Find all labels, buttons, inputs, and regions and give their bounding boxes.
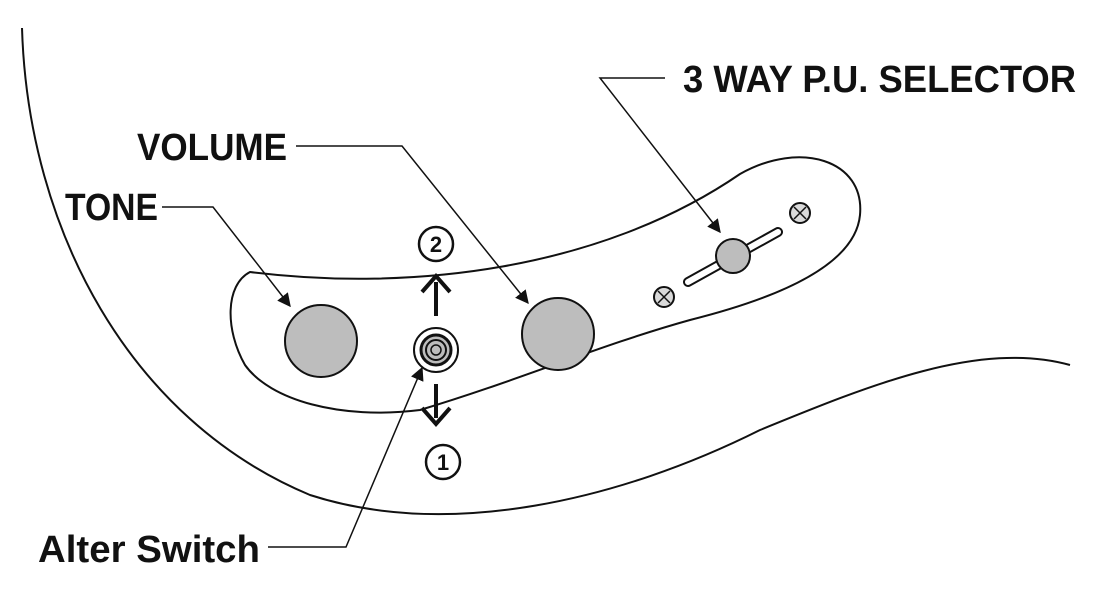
screw-icon	[789, 202, 811, 224]
selector-label: 3 WAY P.U. SELECTOR	[683, 59, 1076, 101]
pickup-selector[interactable]	[683, 227, 783, 287]
volume-knob[interactable]	[521, 297, 595, 371]
arrow-up-icon	[420, 272, 452, 316]
alter-switch-leader-line	[268, 366, 424, 548]
alter-switch[interactable]	[413, 327, 459, 373]
volume-leader-line	[296, 145, 529, 305]
position-2-callout: 2	[417, 225, 455, 263]
screw-icon	[653, 286, 675, 308]
tone-knob[interactable]	[284, 304, 358, 378]
arrow-down-icon	[420, 384, 452, 428]
position-1-number: 1	[437, 450, 449, 475]
guitar-body-outline	[21, 27, 1071, 515]
tone-leader-line	[162, 206, 291, 308]
position-2-number: 2	[430, 232, 442, 257]
alter-switch-label: Alter Switch	[38, 529, 260, 571]
toggle-switch-icon[interactable]	[715, 238, 751, 274]
volume-label: VOLUME	[137, 127, 287, 169]
control-plate-outline	[229, 156, 862, 414]
tone-label: TONE	[65, 187, 158, 229]
position-1-callout: 1	[424, 443, 462, 481]
selector-leader-line	[598, 77, 721, 234]
